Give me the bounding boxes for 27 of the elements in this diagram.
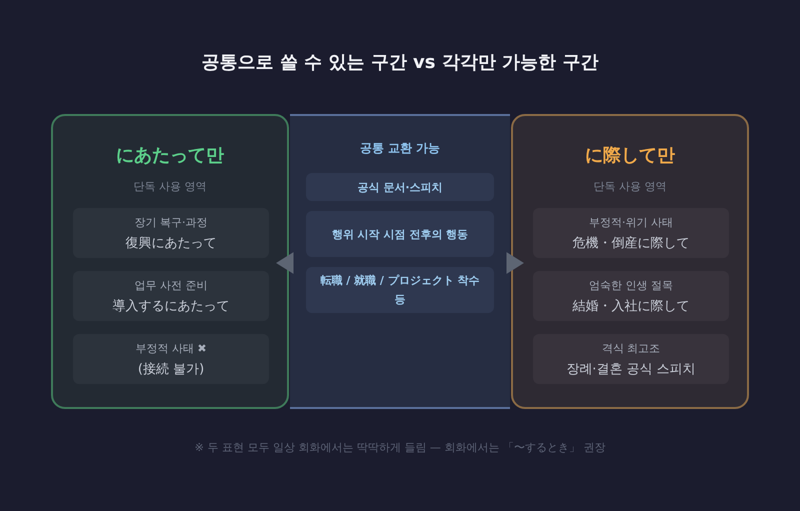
card-example: 復興にあたって <box>126 234 216 252</box>
card-label: 장기 복구·과정 <box>134 214 208 230</box>
card-label: 엄숙한 인생 절목 <box>589 278 673 292</box>
panel-heading: に際して만 <box>584 144 676 167</box>
panel-heading: 공통 교환 가능 <box>358 140 442 157</box>
panel-subtitle: 단독 사용 영역 <box>132 179 208 194</box>
chevron-arrow <box>276 252 294 274</box>
card-label: 업무 사전 준비 <box>134 278 208 292</box>
panel <box>290 114 510 409</box>
card-text: 공식 문서·스피치 <box>356 180 444 196</box>
panel <box>511 114 749 409</box>
panel-subtitle: 단독 사용 영역 <box>592 179 668 194</box>
card-label: 부정적 사태 ✖ <box>135 340 207 356</box>
panel-heading: にあたって만 <box>115 144 225 167</box>
card-label: 부정적·위기 사태 <box>589 214 673 230</box>
card-example: 導入するにあたって <box>112 298 230 314</box>
card-text: 행위 시작 시점 전후의 행동 <box>330 226 470 242</box>
card-text: 転職 / 就職 / プロジェクト 착수 등 <box>319 273 481 308</box>
card-example: 結婚・入社に際して <box>572 298 690 314</box>
card-example: (接続 불가) <box>138 360 204 378</box>
panel <box>51 114 289 409</box>
card-label: 격식 최고조 <box>602 340 660 356</box>
card-example: 장례·결혼 공식 스피치 <box>566 360 696 378</box>
title: 공통으로 쓸 수 있는 구간 vs 각각만 가능한 구간 <box>200 51 600 74</box>
chevron-arrow <box>506 252 524 274</box>
card-example: 危機・倒産に際して <box>572 234 690 252</box>
footnote: ※ 두 표현 모두 일상 회화에서는 딱딱하게 들림 — 회화에서는 「〜するとき」 권장 <box>194 440 606 455</box>
